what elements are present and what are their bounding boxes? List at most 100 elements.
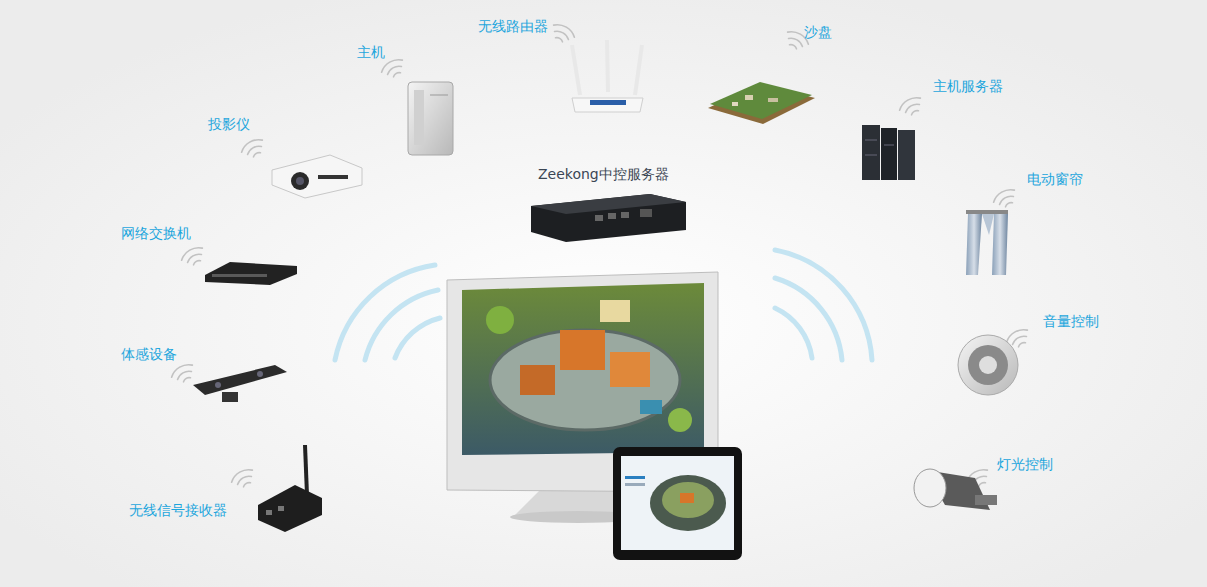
curtain-icon-part — [966, 214, 982, 275]
wifi-icons-part-part — [253, 151, 261, 156]
wifi-icons-part-part — [991, 186, 1014, 202]
network-switch-icon-part — [212, 274, 267, 277]
spotlight-icon — [914, 469, 997, 510]
wifi-icons-part — [239, 136, 267, 161]
spotlight-icon-part — [975, 495, 997, 505]
wifi-icons-part-part — [556, 36, 564, 41]
wifi-icons-part-part — [789, 36, 804, 47]
rack-server-icon — [862, 125, 915, 180]
wifi-icons-part-part — [243, 481, 251, 486]
central-server-icon-part — [595, 215, 603, 221]
monitor-icon-part — [610, 352, 650, 387]
wifi-icons-part-part — [176, 369, 191, 380]
speaker-icon-part — [968, 345, 1008, 385]
wifi-icons-part — [169, 361, 197, 386]
router-icon-part — [635, 45, 642, 95]
curtain-icon-part — [992, 214, 1008, 275]
wifi-icons-part-part — [790, 43, 798, 48]
motion-sensor-icon-part — [257, 371, 263, 377]
monitor-icon — [447, 272, 718, 523]
device-label: 音量控制 — [1043, 312, 1099, 330]
router-icon-part — [590, 100, 626, 105]
wireless-receiver-icon-part — [266, 510, 272, 515]
device-label: 体感设备 — [121, 345, 177, 363]
router-icon — [572, 40, 643, 112]
wifi-icons-part-part — [179, 244, 202, 260]
monitor-icon-part — [486, 306, 514, 334]
wifi-icons-part-part — [183, 376, 191, 381]
host-tower-icon-part — [414, 90, 424, 145]
big-signal-arcs-part — [775, 308, 812, 358]
wifi-icons-part-part — [1005, 201, 1013, 206]
curtain-icon-part — [966, 210, 1008, 214]
sand-table-icon-part — [710, 82, 812, 119]
wifi-icons-part-part — [186, 252, 201, 263]
tablet-icon — [613, 447, 742, 560]
wireless-receiver-icon — [258, 445, 322, 532]
wifi-icons-part — [549, 21, 577, 46]
monitor-icon-part — [668, 408, 692, 432]
device-label: 网络交换机 — [121, 224, 191, 242]
router-icon-part — [607, 40, 608, 92]
projector-icon — [272, 155, 362, 198]
curtain-icon — [966, 210, 1008, 275]
wireless-receiver-icon-part — [258, 485, 322, 532]
motion-sensor-icon-part — [193, 365, 287, 395]
rack-server-icon-part — [865, 155, 877, 156]
tablet-icon-part — [650, 475, 726, 531]
big-signal-arcs-part — [775, 250, 872, 360]
router-icon-part — [572, 45, 580, 95]
sand-table-icon-part — [732, 102, 738, 106]
big-signal-arcs-part — [395, 318, 440, 358]
wifi-icons-part-part — [1004, 326, 1027, 342]
wifi-icons-part — [179, 244, 207, 269]
device-label: Zeekong中控服务器 — [538, 165, 669, 183]
network-switch-icon — [205, 262, 297, 285]
projector-icon-part — [318, 175, 348, 179]
tablet-icon-part — [625, 483, 645, 486]
sand-table-icon-part — [768, 98, 778, 102]
host-tower-icon-part — [408, 82, 453, 155]
wifi-icons-part-part — [386, 64, 401, 75]
wifi-icons-part-part — [555, 29, 570, 40]
wifi-icons-part-part — [246, 144, 261, 155]
sand-table-icon-part — [745, 95, 753, 100]
device-label: 电动窗帘 — [1027, 170, 1083, 188]
big-signal-arcs-part — [335, 265, 435, 360]
sand-table-icon — [708, 82, 815, 124]
central-server-icon-part — [621, 212, 629, 218]
projector-icon-part — [272, 155, 362, 198]
network-switch-icon-part — [205, 262, 297, 285]
wifi-icons-part-part — [998, 194, 1013, 205]
wifi-icons-part-part — [193, 259, 201, 264]
central-server-icon-part — [531, 194, 686, 242]
wireless-receiver-icon-part — [278, 506, 284, 511]
speaker-icon — [958, 335, 1018, 395]
rack-server-icon-part — [862, 125, 880, 180]
wifi-icons — [169, 21, 1032, 491]
wifi-icons-part-part — [978, 481, 986, 486]
monitor-icon-part — [560, 330, 605, 370]
device-label: 沙盘 — [804, 23, 832, 41]
central-server-icon-part — [531, 194, 686, 214]
monitor-icon-part — [520, 365, 555, 395]
wifi-icons-part — [991, 186, 1019, 211]
tablet-icon-part — [621, 456, 734, 550]
tablet-icon-part — [625, 476, 645, 479]
central-server-icon-part — [608, 213, 616, 219]
wifi-icons-part-part — [393, 71, 401, 76]
spotlight-icon-part — [914, 469, 946, 507]
tablet-icon-part — [662, 482, 714, 518]
projector-icon-part — [291, 172, 309, 190]
speaker-icon-part — [979, 356, 997, 374]
wifi-icons-part-part — [239, 136, 262, 152]
router-icon-part — [572, 98, 643, 112]
rack-server-icon-part — [881, 128, 897, 180]
tablet-icon-part — [680, 493, 694, 503]
wifi-icons-part-part — [1011, 334, 1026, 345]
device-label: 灯光控制 — [997, 455, 1053, 473]
wifi-icons-part — [897, 94, 925, 119]
